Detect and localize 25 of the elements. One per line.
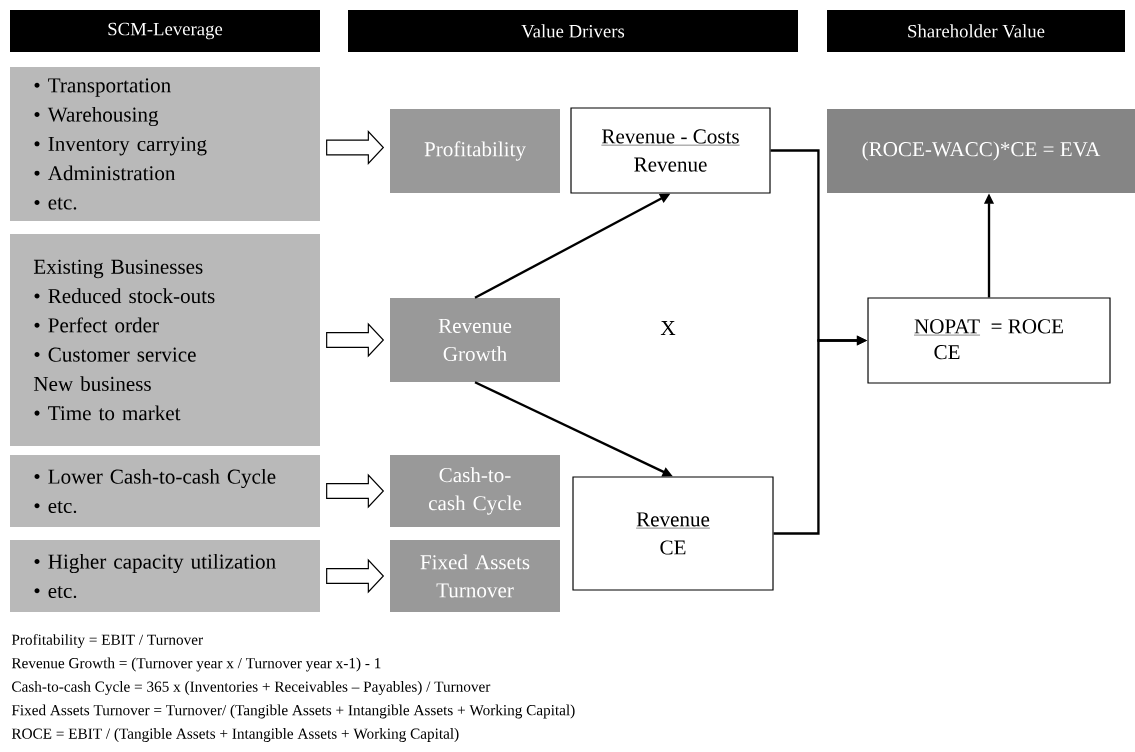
value-driver-box: Revenue Growth xyxy=(390,298,560,382)
formula-note: Profitability = EBIT / Turnover xyxy=(11,634,203,648)
ratio-box: Revenue - Costs Revenue xyxy=(570,107,771,194)
column-header: Value Drivers xyxy=(348,10,798,52)
formula-box: NOPAT = ROCE CE xyxy=(867,297,1111,384)
block-arrow xyxy=(326,130,385,165)
value-driver-box: Cash-to-cash Cycle xyxy=(390,455,560,527)
ratio-box: Revenue CE xyxy=(572,476,774,591)
column-header: Shareholder Value xyxy=(827,10,1125,52)
lever-list-box: • Transportation • Warehousing • Inventory carrying • Administration • etc. xyxy=(10,67,320,221)
formula-note: Cash-to-cash Cycle = 365 x (Inventories + Receivables – Payables) / Turnover xyxy=(12,681,491,695)
block-arrow xyxy=(326,558,385,594)
column-header: SCM-Leverage xyxy=(10,10,320,52)
result-box: (ROCE-WACC)*CE = EVA xyxy=(827,109,1135,193)
lever-list-box: Existing Businesses • Reduced stock-outs • Perfect order • Customer service New business • Time to market xyxy=(10,234,320,446)
formula-note: Revenue Growth = (Turnover year x / Turnover year x-1) - 1 xyxy=(11,657,381,672)
value-driver-box: Fixed Assets Turnover xyxy=(390,540,560,612)
block-arrow xyxy=(326,322,385,358)
lever-list-box: • Higher capacity utilization • etc. xyxy=(10,540,320,612)
formula-note: Fixed Assets Turnover = Turnover/ (Tangible Assets + Intangible Assets + Working Capital) xyxy=(11,704,575,719)
operator-label: X xyxy=(660,321,676,335)
block-arrow xyxy=(326,473,385,509)
lever-list-box: • Lower Cash-to-cash Cycle • etc. xyxy=(10,455,320,527)
value-driver-box: Profitability xyxy=(390,109,560,193)
formula-note: ROCE = EBIT / (Tangible Assets + Intangible Assets + Working Capital) xyxy=(11,728,459,742)
